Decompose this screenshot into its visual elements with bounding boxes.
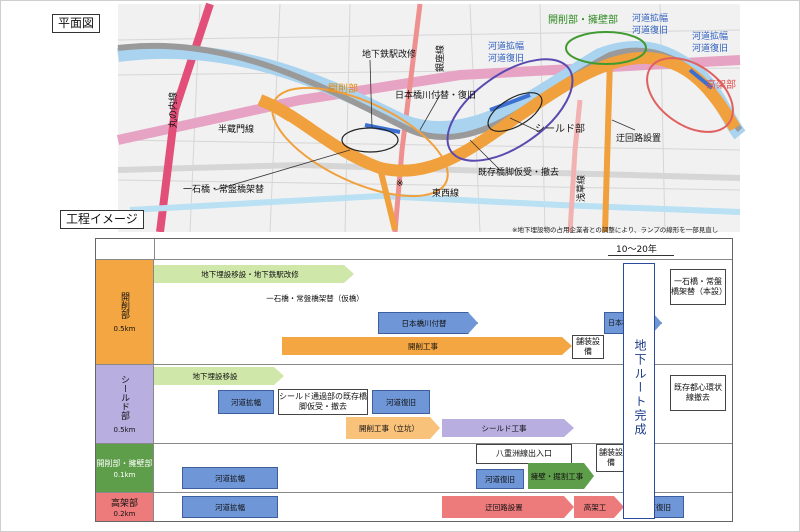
map-label-koka: 高架部 xyxy=(706,78,736,91)
tozai-line xyxy=(129,192,741,215)
completion-box xyxy=(623,263,655,519)
map-label-fukkyu-2: 河道復旧 xyxy=(632,24,668,36)
bar-r2b: 河道拡幅 xyxy=(218,390,274,414)
years-label: 10～20年 xyxy=(616,245,657,255)
bar-r4c: 高架工 xyxy=(574,496,624,518)
years-arrow xyxy=(608,255,674,256)
new-route xyxy=(257,51,741,177)
bar-r2d: 河道復旧 xyxy=(372,390,430,414)
map-label-ginza: 銀座線 xyxy=(434,45,446,72)
map-label-kome: ※ xyxy=(396,179,404,189)
row-label-kaisaku-yoheki: 開削部・擁壁部 0.1km xyxy=(96,444,154,492)
map-label-kaisaku: 開削部 xyxy=(328,82,358,95)
bar-r2a: 地下埋設移設 xyxy=(154,367,284,385)
bar-r1c: 日本橋川付替 xyxy=(378,312,478,334)
kaisaku-ellipse xyxy=(271,86,449,198)
map-label-kakuhaba-1: 河道拡幅 xyxy=(488,40,524,52)
map-note: ※地下埋設物の占用企業者との調整により、ランプの線形を一部見直し xyxy=(512,226,719,234)
map-label-asakusa: 浅草線 xyxy=(575,175,587,202)
map-label-tozai: 東西線 xyxy=(432,187,459,199)
row-label-koka: 高架部 0.2km xyxy=(96,493,154,521)
completion-text: 地下ルート完成 xyxy=(633,339,647,437)
bar-r1a: 地下埋設移設・地下鉄駅改修 xyxy=(154,265,354,283)
map-label-kizon: 既存橋脚仮受・撤去 xyxy=(478,166,559,178)
map-label-fukkyu-1: 河道復旧 xyxy=(488,52,524,64)
map-label-kakuhaba-2: 河道拡幅 xyxy=(632,12,668,24)
section-label-plan: 平面図 xyxy=(52,14,101,33)
map-label-shield: シールド部 xyxy=(535,122,585,135)
bar-r1e: 舗装設備 xyxy=(572,335,604,359)
kaisaku-yoheki-ellipse xyxy=(565,31,647,65)
map-label-nihonbashi: 日本橋川付替・復旧 xyxy=(395,89,476,101)
bar-r2f: シールド工事 xyxy=(442,419,574,437)
bar-r2g: 既存都心環状線撤去 xyxy=(670,375,726,411)
bar-r3a: 八重洲線出入口 xyxy=(476,444,572,464)
process-chart: 10～20年 開削部 0.5km シールド部 0.5km 開削部・擁壁部 0.1… xyxy=(95,238,733,522)
ginza-line xyxy=(392,3,423,232)
plan-map: 地下鉄駅改修 日本橋川付替・復旧 シールド部 既存橋脚仮受・撤去 迂回路設置 一… xyxy=(116,2,746,232)
row-label-kaisaku: 開削部 0.5km xyxy=(96,260,154,364)
bar-r2e: 開削工事（立坑） xyxy=(346,417,440,439)
asakusa-line xyxy=(567,99,583,232)
koka-ellipse xyxy=(646,57,734,133)
map-label-fukkyu-3: 河道復旧 xyxy=(692,42,728,54)
bar-r4a: 河道拡幅 xyxy=(182,496,278,518)
row-label-shield: シールド部 0.5km xyxy=(96,365,154,443)
shield-ellipse xyxy=(446,58,574,162)
bar-r1b: 一石橋・常盤橋架替（仮橋） xyxy=(244,289,394,307)
section-label-process: 工程イメージ xyxy=(60,210,144,229)
bar-r1d: 開削工事 xyxy=(282,337,572,355)
bar-r3e: 舗装設備 xyxy=(596,444,626,472)
map-label-marunouchi: 丸の内線 xyxy=(167,92,179,128)
bar-r2c: シールド通過部の既存橋脚仮受・撤去 xyxy=(278,389,368,415)
map-label-chika-tetsu: 地下鉄駅改修 xyxy=(362,48,416,60)
map-label-kakuhaba-3: 河道拡幅 xyxy=(692,30,728,42)
map-label-kaisaku-yoheki: 開削部・擁壁部 xyxy=(548,13,618,26)
map-label-hanzomon: 半蔵門線 xyxy=(218,123,254,135)
bar-r3d: 擁壁・掘割工事 xyxy=(528,463,594,489)
bar-r3c: 河道復旧 xyxy=(476,469,524,489)
chart-header xyxy=(96,239,732,260)
bar-r3b: 河道拡幅 xyxy=(182,467,278,489)
map-label-ichikoku: 一石橋・常盤橋架替 xyxy=(183,183,264,195)
bar-r1g: 一石橋・常盤橋架替（本設） xyxy=(670,269,727,305)
bar-r4b: 迂回路設置 xyxy=(442,496,574,518)
marunouchi-line xyxy=(156,2,214,232)
map-label-ukairo: 迂回路設置 xyxy=(616,132,661,144)
